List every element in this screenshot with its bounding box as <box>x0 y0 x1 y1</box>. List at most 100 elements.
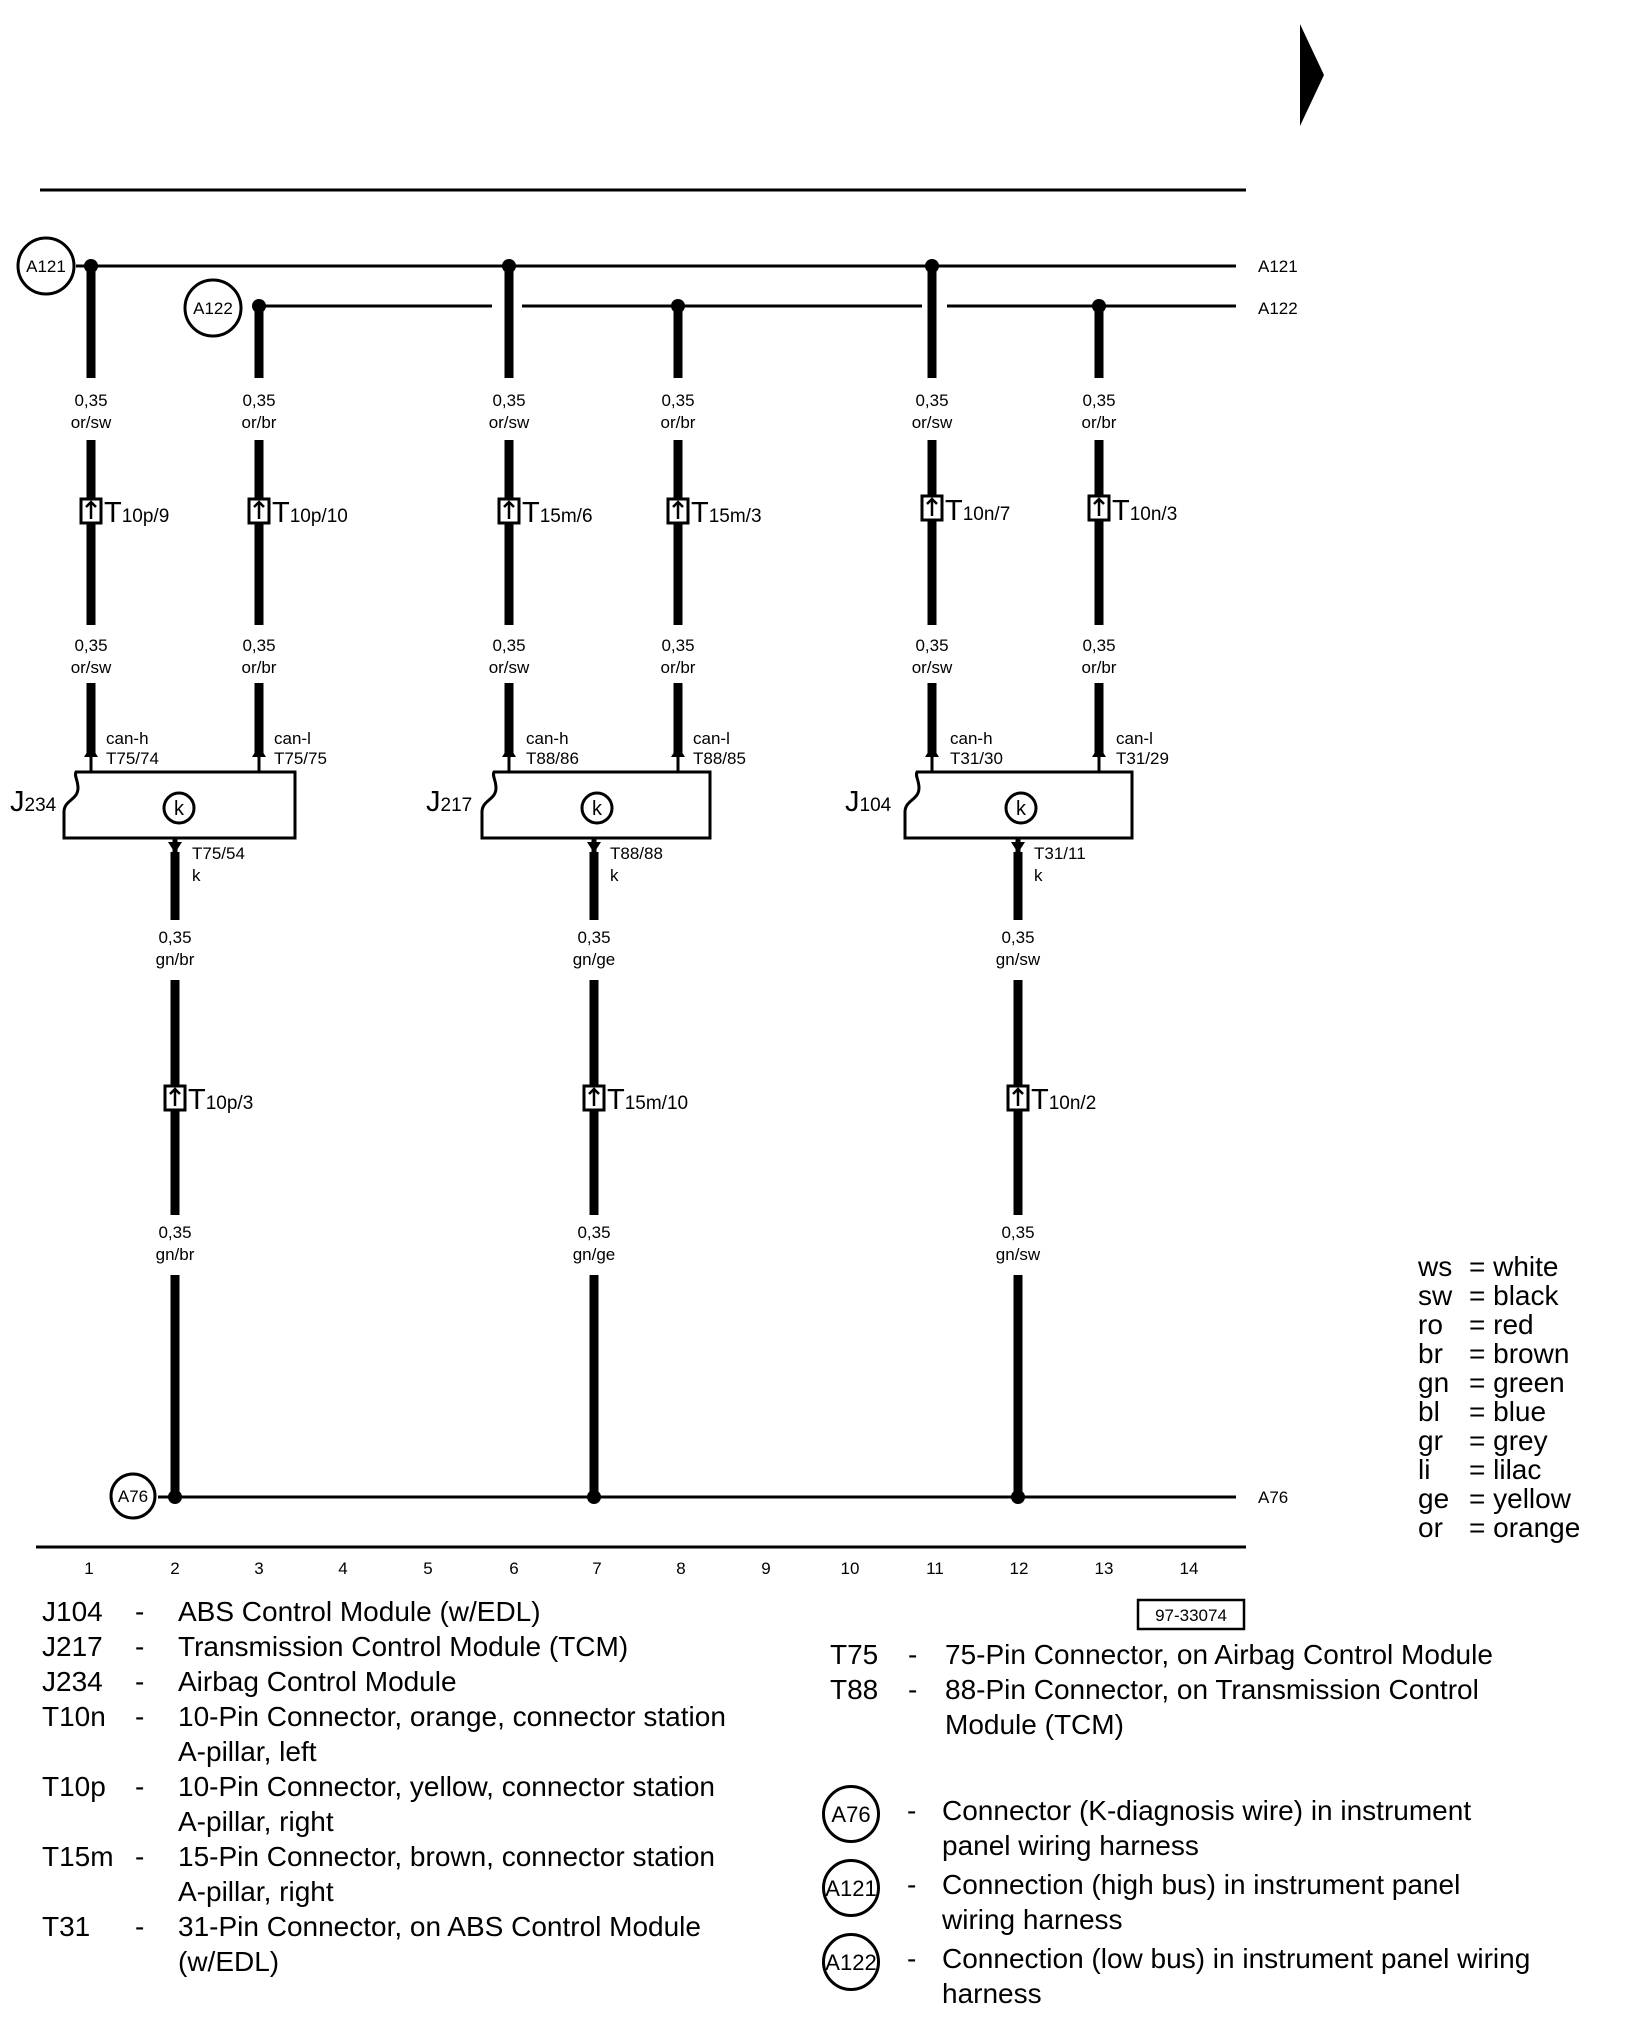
legend-description: 10-Pin Connector, yellow, connector stat… <box>178 1771 715 1802</box>
svg-text:or/sw: or/sw <box>912 658 953 677</box>
legend-description: Airbag Control Module <box>178 1666 457 1697</box>
svg-text:T31/11: T31/11 <box>1034 844 1086 863</box>
connector-icon <box>79 497 103 525</box>
legend-description: (w/EDL) <box>178 1946 280 1977</box>
diagram-id-box: 97-33074 <box>1136 1598 1246 1631</box>
component-legend-right: T75-75-Pin Connector, on Airbag Control … <box>830 1637 1620 1742</box>
legend-dash: - <box>135 1701 145 1732</box>
svg-text:T31/30: T31/30 <box>950 749 1003 768</box>
color-abbrev: li <box>1418 1454 1431 1485</box>
legend-description: A-pillar, left <box>178 1736 317 1767</box>
connector-icon <box>666 497 690 525</box>
ruler-number: 9 <box>761 1559 770 1578</box>
bus-label-a122: A122 <box>1258 299 1298 318</box>
legend-description: ABS Control Module (w/EDL) <box>178 1596 541 1627</box>
connector-symbols <box>79 494 1111 1112</box>
legend-dash: - <box>135 1911 145 1942</box>
svg-text:can-l: can-l <box>693 729 730 748</box>
legend-description: harness <box>942 1978 1042 2009</box>
svg-text:T75/54: T75/54 <box>192 844 245 863</box>
svg-text:0,35: 0,35 <box>661 636 694 655</box>
color-name: = black <box>1469 1280 1559 1311</box>
next-page-arrow-icon[interactable] <box>1300 24 1324 126</box>
svg-text:0,35: 0,35 <box>1082 636 1115 655</box>
legend-description: Connection (low bus) in instrument panel… <box>942 1943 1531 1974</box>
color-abbrev: ws <box>1418 1251 1453 1282</box>
svg-text:J234: J234 <box>10 786 57 818</box>
svg-text:can-l: can-l <box>274 729 311 748</box>
connector-icon <box>920 494 944 522</box>
connector-icon <box>1006 1084 1030 1112</box>
legend-dash: - <box>135 1666 145 1697</box>
legend-item: J104-ABS Control Module (w/EDL) <box>42 1594 782 1629</box>
color-name: = orange <box>1469 1512 1581 1543</box>
connector-labels: T10p/9 T10p/10 T15m/6 T15m/3 T10n/7 T10n… <box>104 495 1177 1116</box>
ruler-number: 2 <box>170 1559 179 1578</box>
color-name: = brown <box>1469 1338 1570 1369</box>
k-symbol-icon <box>580 791 614 825</box>
svg-text:0,35: 0,35 <box>577 928 610 947</box>
legend-item: T15m-15-Pin Connector, brown, connector … <box>42 1839 782 1909</box>
connection-legend-item: A76-Connector (K-diagnosis wire) in inst… <box>822 1785 1622 1861</box>
legend-dash: - <box>908 1639 918 1670</box>
color-abbrev: ge <box>1418 1483 1450 1514</box>
legend-dash: - <box>907 1869 917 1900</box>
ruler-number: 7 <box>592 1559 601 1578</box>
svg-text:can-h: can-h <box>106 729 149 748</box>
svg-text:T88/86: T88/86 <box>526 749 579 768</box>
color-abbrev: gr <box>1418 1425 1443 1456</box>
ruler-number: 6 <box>509 1559 518 1578</box>
legend-item: T75-75-Pin Connector, on Airbag Control … <box>830 1637 1620 1672</box>
svg-text:k: k <box>592 798 603 820</box>
connection-legend-item: A122-Connection (low bus) in instrument … <box>822 1933 1622 2009</box>
legend-description: 10-Pin Connector, orange, connector stat… <box>178 1701 726 1732</box>
component-legend-left: J104-ABS Control Module (w/EDL)J217-Tran… <box>42 1594 782 1979</box>
legend-dash: - <box>135 1841 145 1872</box>
svg-text:0,35: 0,35 <box>915 391 948 410</box>
color-abbrev: or <box>1418 1512 1443 1543</box>
svg-text:gn/sw: gn/sw <box>996 950 1041 969</box>
svg-text:can-h: can-h <box>950 729 993 748</box>
ruler-number: 12 <box>1010 1559 1029 1578</box>
color-abbrev: gn <box>1418 1367 1450 1398</box>
svg-text:or/br: or/br <box>1082 658 1117 677</box>
legend-dash: - <box>135 1631 145 1662</box>
legend-description: wiring harness <box>942 1904 1123 1935</box>
svg-text:or/sw: or/sw <box>489 413 530 432</box>
color-name: = blue <box>1469 1396 1547 1427</box>
legend-item: J217-Transmission Control Module (TCM) <box>42 1629 782 1664</box>
svg-text:T10n/7: T10n/7 <box>945 495 1010 527</box>
legend-key: J234 <box>42 1666 103 1697</box>
connector-icon <box>1087 494 1111 522</box>
connection-badge: A76 <box>822 1785 880 1843</box>
bus-circle-a122: A122 <box>183 278 243 338</box>
legend-item: J234 - Airbag Control Module <box>42 1664 782 1699</box>
svg-text:or/br: or/br <box>1082 413 1117 432</box>
legend-item: T31-31-Pin Connector, on ABS Control Mod… <box>42 1909 782 1979</box>
svg-text:0,35: 0,35 <box>74 636 107 655</box>
legend-description: 75-Pin Connector, on Airbag Control Modu… <box>945 1639 1493 1670</box>
legend-key: J217 <box>42 1631 103 1662</box>
connection-legend-item: A121-Connection (high bus) in instrument… <box>822 1859 1622 1935</box>
svg-text:0,35: 0,35 <box>242 636 275 655</box>
k-symbol-icon <box>162 791 196 825</box>
svg-text:T75/75: T75/75 <box>274 749 327 768</box>
k-symbol-icon <box>1004 791 1038 825</box>
svg-text:J104: J104 <box>845 786 892 818</box>
legend-key: T31 <box>42 1911 91 1942</box>
svg-text:0,35: 0,35 <box>1082 391 1115 410</box>
svg-text:k: k <box>174 798 185 820</box>
ruler-number: 8 <box>676 1559 685 1578</box>
legend-key: T88 <box>830 1674 879 1705</box>
connector-icon <box>163 1084 187 1112</box>
legend-description: A-pillar, right <box>178 1806 334 1837</box>
svg-text:T10n/3: T10n/3 <box>1112 495 1177 527</box>
ruler-number: 13 <box>1095 1559 1114 1578</box>
svg-text:0,35: 0,35 <box>74 391 107 410</box>
svg-text:gn/br: gn/br <box>156 950 195 969</box>
color-name: = yellow <box>1469 1483 1571 1514</box>
legend-dash: - <box>907 1943 917 1974</box>
